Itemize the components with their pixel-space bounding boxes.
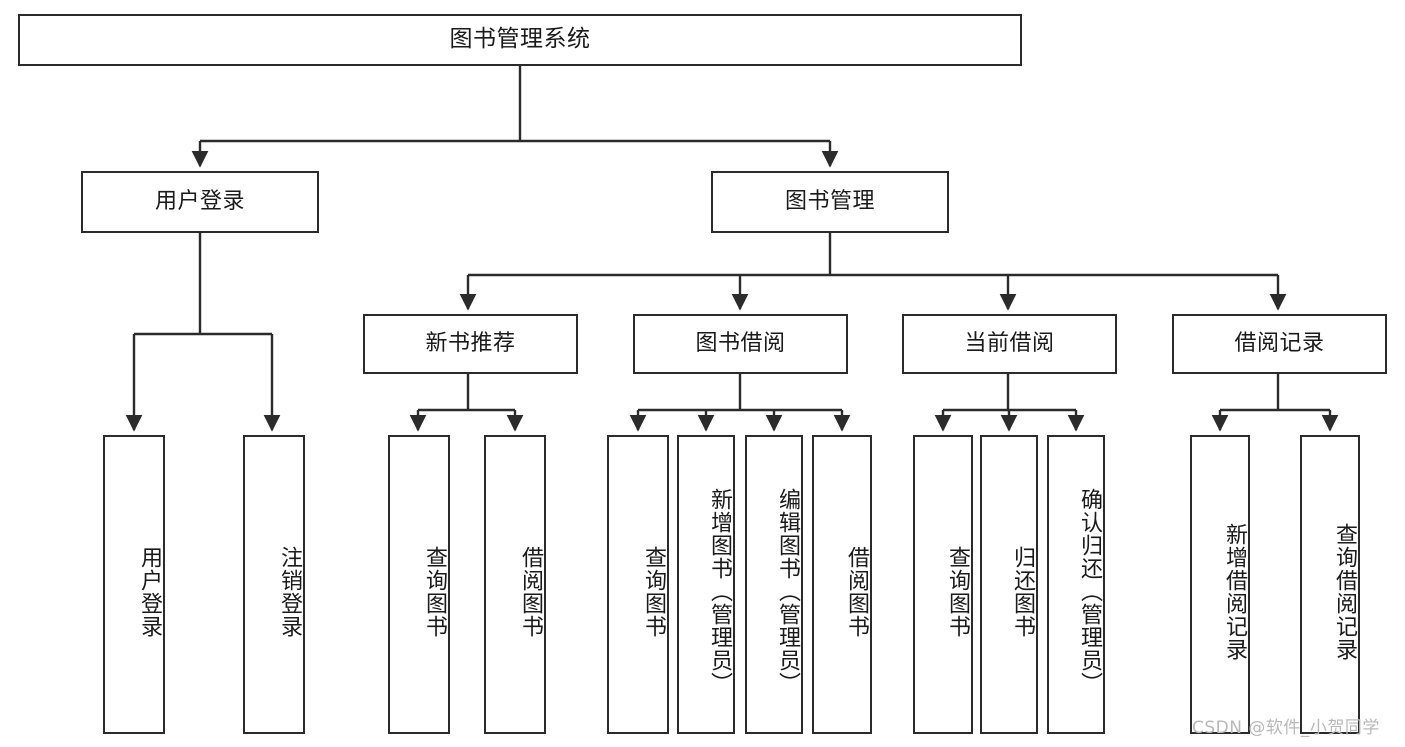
node-leaf-borrow-book-recommend[interactable]: 借阅图书 — [484, 435, 546, 734]
node-label: 查询图书 — [422, 545, 447, 638]
node-label: 新增借阅记录 — [1222, 522, 1247, 661]
node-label: 用户登录 — [137, 545, 162, 638]
node-label: 借阅记录 — [1234, 330, 1325, 356]
node-label: 图书借阅 — [695, 330, 786, 356]
node-leaf-query-borrow-record[interactable]: 查询借阅记录 — [1300, 435, 1360, 734]
node-book-borrow[interactable]: 图书借阅 — [633, 314, 848, 374]
node-book-management[interactable]: 图书管理 — [711, 171, 949, 233]
node-root-system[interactable]: 图书管理系统 — [18, 14, 1022, 66]
node-current-borrow[interactable]: 当前借阅 — [902, 314, 1117, 374]
node-leaf-user-login[interactable]: 用户登录 — [103, 435, 165, 734]
node-label: 图书管理 — [784, 188, 875, 214]
node-borrow-record[interactable]: 借阅记录 — [1172, 314, 1387, 374]
node-label: 新增图书（管理员） — [707, 488, 732, 695]
csdn-watermark: CSDN @软件_小贺同学 — [1192, 718, 1380, 738]
node-label: 确认归还（管理员） — [1077, 488, 1102, 695]
node-label: 归还图书 — [1010, 545, 1035, 638]
node-label: 注销登录 — [277, 545, 302, 638]
node-leaf-borrow-book[interactable]: 借阅图书 — [812, 435, 872, 734]
node-leaf-add-borrow-record[interactable]: 新增借阅记录 — [1190, 435, 1250, 734]
node-leaf-confirm-return-admin[interactable]: 确认归还（管理员） — [1047, 435, 1105, 734]
node-label: 用户登录 — [154, 188, 245, 214]
node-label: 借阅图书 — [518, 545, 543, 638]
node-label: 查询图书 — [641, 545, 666, 638]
node-label: 编辑图书（管理员） — [775, 488, 800, 695]
node-leaf-add-book-admin[interactable]: 新增图书（管理员） — [677, 435, 735, 734]
node-user-login[interactable]: 用户登录 — [81, 171, 319, 233]
node-leaf-query-book-borrow[interactable]: 查询图书 — [607, 435, 669, 734]
node-new-book-recommend[interactable]: 新书推荐 — [363, 314, 578, 374]
node-label: 当前借阅 — [964, 330, 1055, 356]
node-label: 查询图书 — [945, 545, 970, 638]
node-leaf-query-book-current[interactable]: 查询图书 — [913, 435, 973, 734]
node-leaf-return-book[interactable]: 归还图书 — [980, 435, 1038, 734]
node-label: 借阅图书 — [844, 545, 869, 638]
node-label: 图书管理系统 — [449, 26, 591, 53]
node-label: 查询借阅记录 — [1332, 522, 1357, 661]
node-leaf-edit-book-admin[interactable]: 编辑图书（管理员） — [745, 435, 803, 734]
node-leaf-query-book-recommend[interactable]: 查询图书 — [388, 435, 450, 734]
node-leaf-logout-login[interactable]: 注销登录 — [243, 435, 305, 734]
node-label: 新书推荐 — [425, 330, 516, 356]
